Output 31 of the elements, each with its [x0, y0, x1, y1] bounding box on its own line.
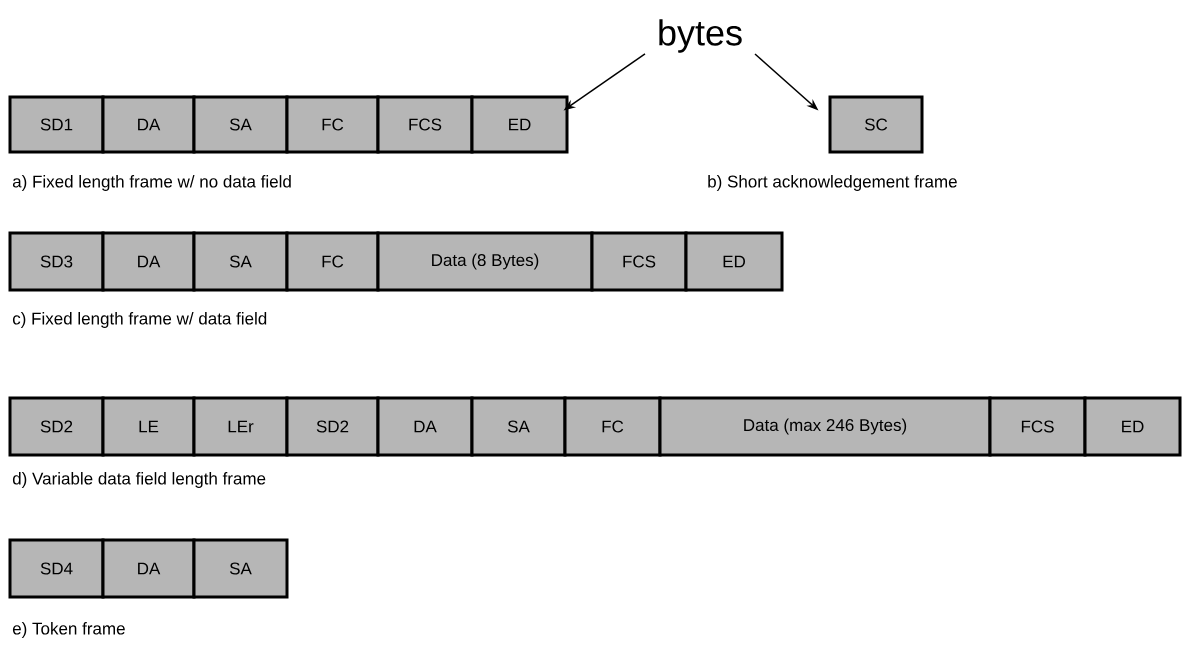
frame-caption: b) Short acknowledgement frame [708, 175, 957, 191]
field-cell: FCS [590, 231, 688, 292]
unit-label: bytes [659, 19, 742, 53]
field-cell: SA [470, 396, 567, 457]
field-cell: FC [285, 95, 380, 154]
field-cell: SA [192, 95, 289, 154]
frame-caption: c) Fixed length frame w/ data field [12, 312, 267, 328]
field-cell: SC [828, 95, 924, 154]
field-cell: ED [1083, 396, 1182, 457]
field-cell: DA [101, 95, 196, 154]
field-cell: SD4 [8, 538, 105, 599]
field-cell: FCS [376, 95, 474, 154]
field-cell: ED [684, 231, 784, 292]
field-cell: SA [192, 538, 289, 599]
field-cell: FCS [988, 396, 1087, 457]
field-cell: SD2 [8, 396, 105, 457]
field-cell: DA [101, 231, 196, 292]
frame-caption: a) Fixed length frame w/ no data field [12, 175, 291, 191]
field-cell: DA [101, 538, 196, 599]
field-cell: SD3 [8, 231, 105, 292]
field-cell: FC [563, 396, 662, 457]
field-cell: FC [285, 231, 380, 292]
field-cell: SD1 [8, 95, 105, 154]
field-cell: ED [470, 95, 569, 154]
field-cell: SA [192, 231, 289, 292]
field-cell: LE [101, 396, 196, 457]
field-cell: LEr [192, 396, 289, 457]
field-cell: DA [376, 396, 474, 457]
frame-caption: d) Variable data field length frame [12, 472, 266, 488]
field-cell: SD2 [285, 396, 380, 457]
frame-caption: e) Token frame [12, 622, 125, 638]
